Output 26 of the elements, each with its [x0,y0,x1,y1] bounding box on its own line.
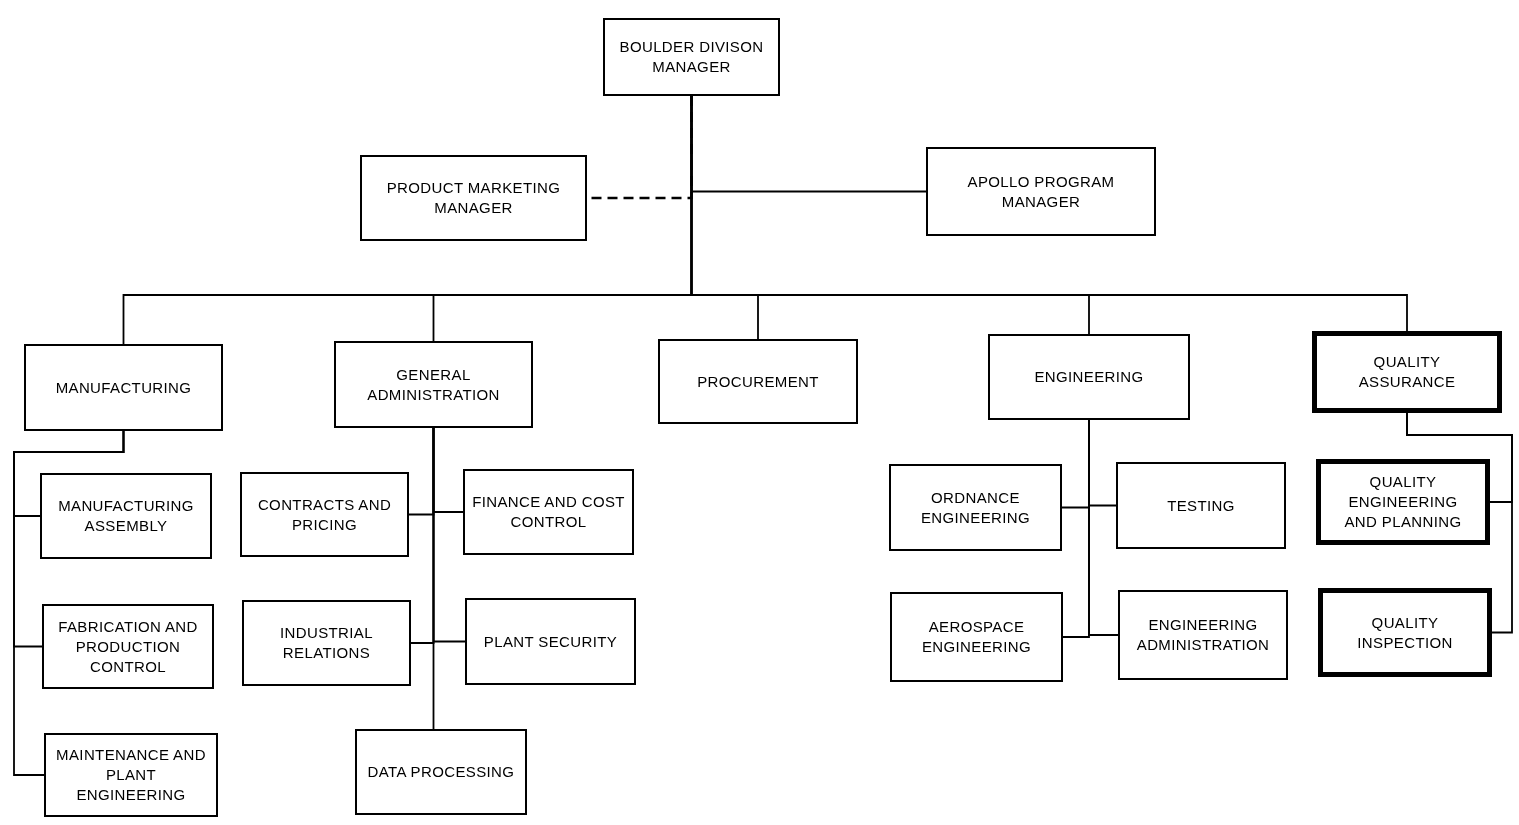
department-box: BOULDER DIVISON MANAGER [603,18,780,96]
department-box: MAINTENANCE AND PLANT ENGINEERING [44,733,218,817]
connector-line [432,427,435,730]
connector-line [1406,412,1513,634]
highlighted-department-box: QUALITY ENGINEERING AND PLANNING [1316,459,1490,545]
department-box: GENERAL ADMINISTRATION [334,341,533,428]
highlighted-department-box: QUALITY INSPECTION [1318,588,1492,677]
department-box: PROCUREMENT [658,339,858,424]
department-box: ENGINEERING [988,334,1190,420]
department-box: CONTRACTS AND PRICING [240,472,409,557]
department-box: MANUFACTURING ASSEMBLY [40,473,212,559]
department-box: ENGINEERING ADMINISTRATION [1118,590,1288,680]
department-box: MANUFACTURING [24,344,223,431]
highlighted-department-box: QUALITY ASSURANCE [1312,331,1502,413]
department-box: APOLLO PROGRAM MANAGER [926,147,1156,236]
department-box: ORDNANCE ENGINEERING [889,464,1062,551]
department-box: PRODUCT MARKETING MANAGER [360,155,587,241]
department-box: FABRICATION AND PRODUCTION CONTROL [42,604,214,689]
department-box: DATA PROCESSING [355,729,527,815]
department-box: INDUSTRIAL RELATIONS [242,600,411,686]
department-box: TESTING [1116,462,1286,549]
department-box: AEROSPACE ENGINEERING [890,592,1063,682]
department-box: PLANT SECURITY [465,598,636,685]
connector-line [13,430,125,776]
connector-line [1088,419,1119,636]
department-box: FINANCE AND COST CONTROL [463,469,634,555]
